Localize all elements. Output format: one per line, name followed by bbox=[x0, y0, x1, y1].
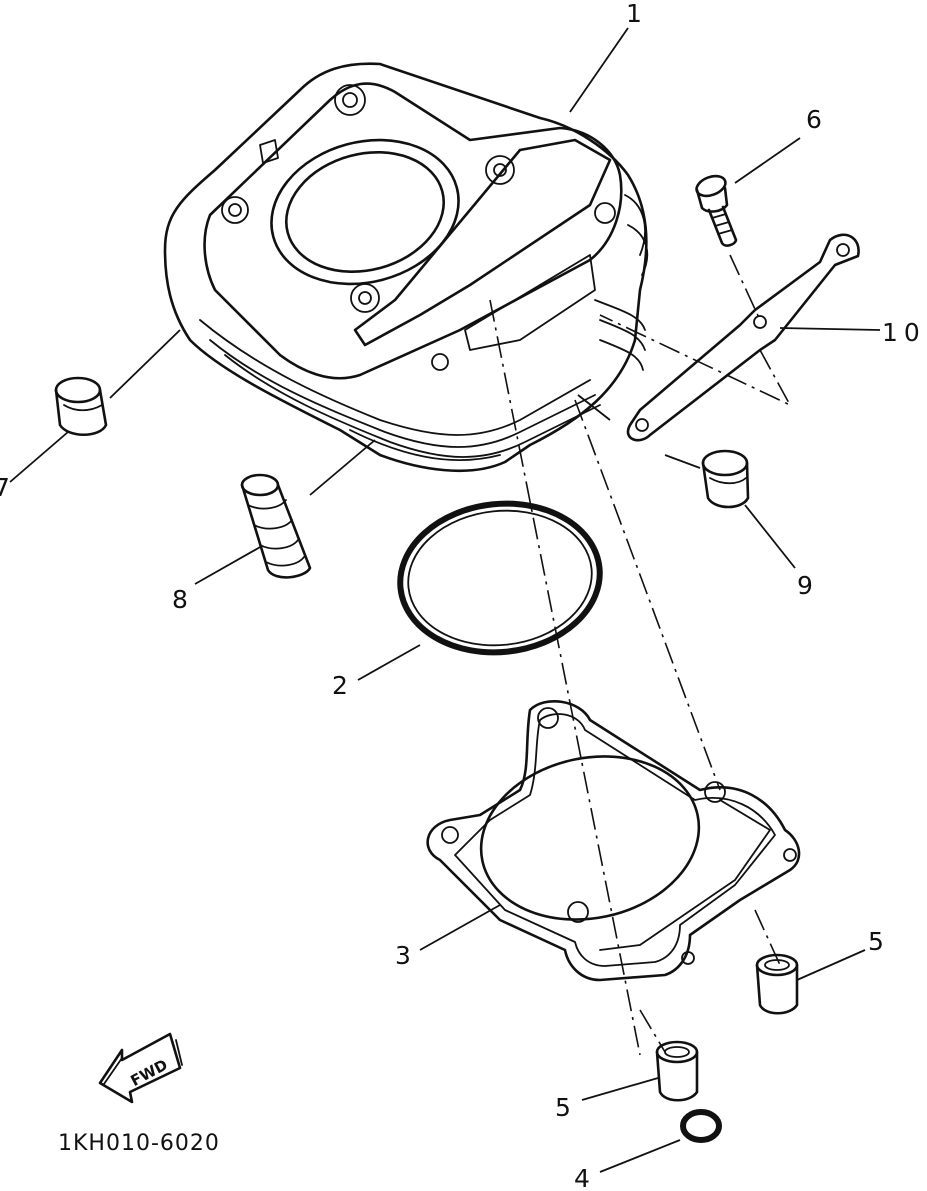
leader-lines bbox=[9, 27, 881, 1173]
cap-part-7 bbox=[54, 376, 108, 437]
callout-8: 8 bbox=[172, 585, 188, 614]
callout-6: 6 bbox=[806, 105, 822, 134]
o-ring-part bbox=[397, 500, 603, 656]
small-o-ring-part bbox=[680, 1109, 722, 1143]
callout-4: 4 bbox=[574, 1164, 590, 1191]
callout-10: 10 bbox=[882, 318, 926, 347]
callout-7: 7 bbox=[0, 473, 10, 502]
bracket-part bbox=[626, 233, 860, 442]
callout-2: 2 bbox=[332, 671, 348, 700]
dowel-pin-part bbox=[755, 953, 799, 1015]
bolt-part bbox=[695, 174, 738, 247]
fwd-arrow: FWD bbox=[98, 1032, 183, 1104]
dowel-pin-part bbox=[655, 1040, 699, 1102]
cylinder-part bbox=[163, 62, 649, 473]
fwd-label: FWD bbox=[128, 1056, 171, 1090]
assembly-lines bbox=[489, 254, 792, 1056]
spring-part bbox=[240, 473, 312, 579]
base-gasket-part bbox=[426, 700, 801, 982]
cap-part-9 bbox=[701, 449, 750, 509]
callout-5b: 5 bbox=[555, 1093, 571, 1122]
callout-1: 1 bbox=[626, 0, 642, 28]
callout-9: 9 bbox=[797, 571, 813, 600]
part-code: 1KH010-6020 bbox=[58, 1131, 220, 1156]
callout-5a: 5 bbox=[868, 927, 884, 956]
callout-3: 3 bbox=[395, 941, 411, 970]
